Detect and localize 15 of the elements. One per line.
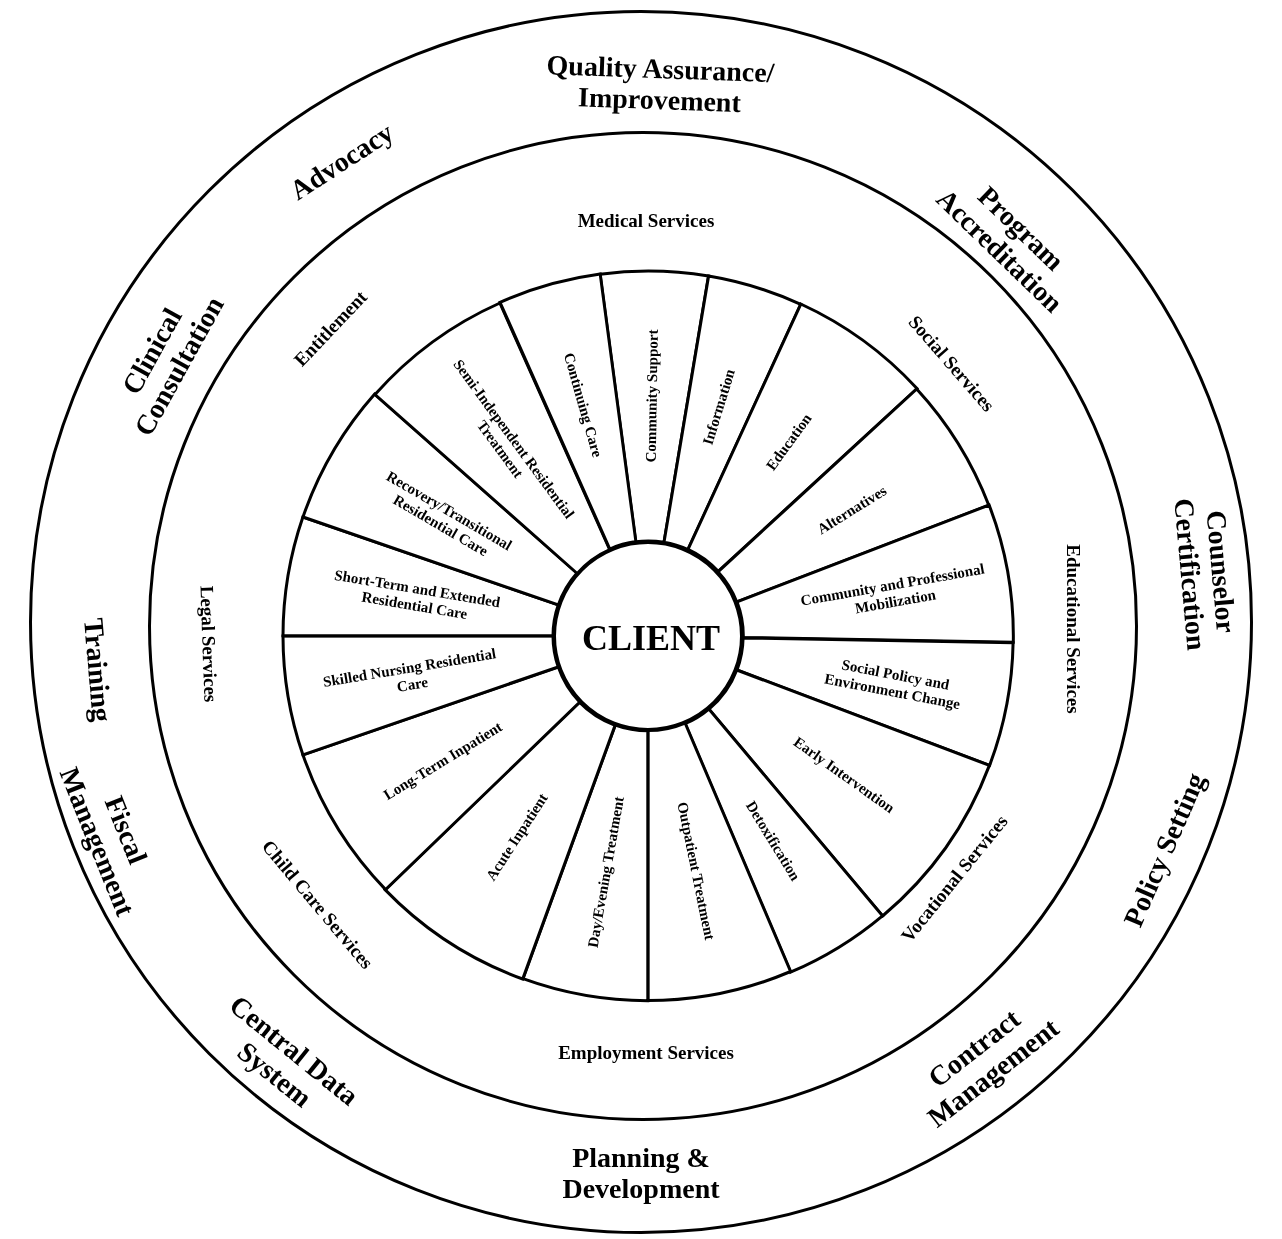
service-label: Legal Services: [195, 584, 223, 705]
service-label: Skilled Nursing Residential Care: [321, 644, 499, 696]
client-label: CLIENT: [580, 619, 721, 659]
service-label: Community Support: [642, 328, 662, 465]
service-label: Medical Services: [576, 210, 716, 232]
function-label: Planning & Development: [561, 1143, 721, 1205]
service-label: Short-Term and Extended Residential Care: [332, 566, 503, 624]
function-label: Quality Assurance/ Improvement: [544, 49, 776, 121]
function-label: Counselor Certification: [1167, 495, 1243, 654]
function-label: Training: [77, 615, 119, 725]
service-label: Outpatient Treatment: [673, 799, 719, 944]
service-label: Employment Services: [557, 1042, 735, 1064]
service-label: Social Policy and Environment Change: [821, 655, 963, 714]
service-label: Educational Services: [1062, 543, 1084, 716]
service-label: Community and Professional Mobilization: [798, 559, 987, 618]
